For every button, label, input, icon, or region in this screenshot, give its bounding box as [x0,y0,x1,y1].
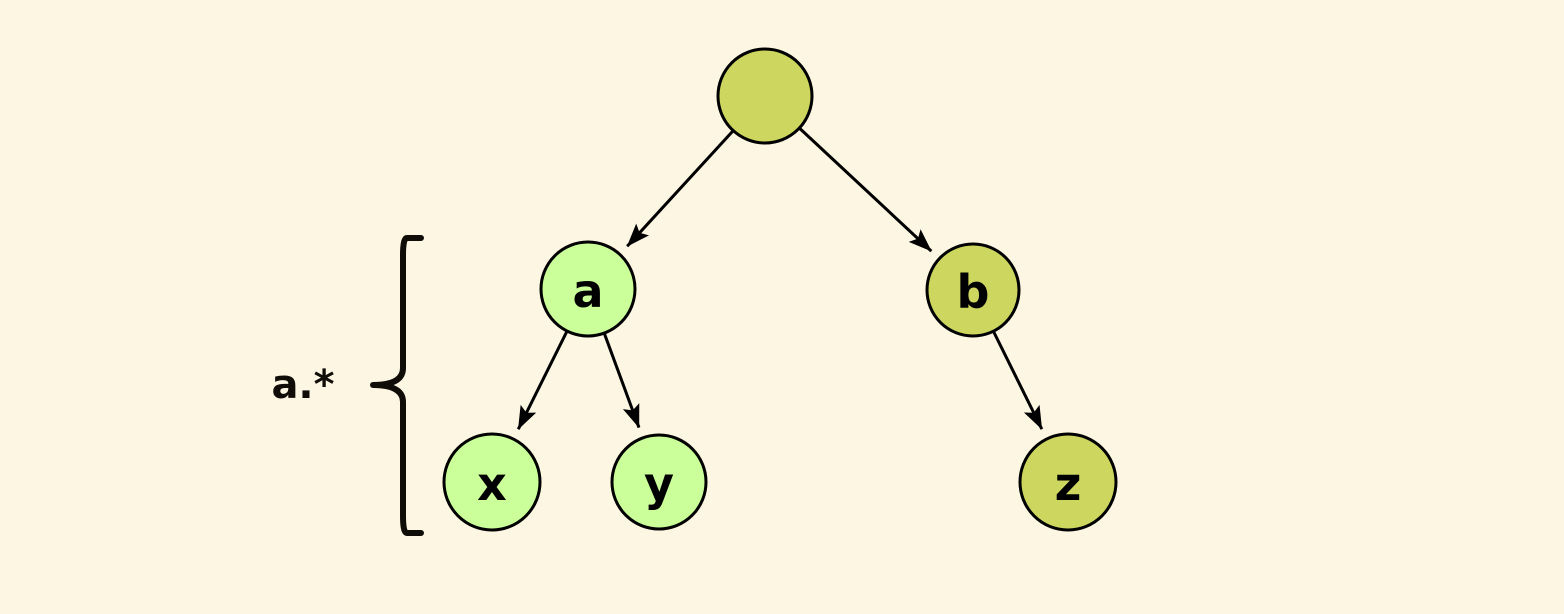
node-circle-y[interactable] [610,433,708,531]
tree-node-y[interactable]: y [610,433,708,531]
node-label-a: a [572,264,603,318]
curly-brace-icon [370,235,424,536]
tree-edge-root-b [799,127,933,253]
tree-node-x[interactable]: x [442,432,542,532]
node-label-b: b [957,265,990,319]
tree-edge-b-z [992,331,1044,430]
node-circle-z[interactable] [1018,432,1118,532]
tree-node-a[interactable]: a [539,240,637,338]
tree-edge-root-a [626,130,734,248]
group-label: a.* [271,362,334,408]
tree-node-z[interactable]: z [1018,432,1118,532]
tree-edge-a-y [603,333,641,429]
tree-edge-a-x [516,331,568,430]
node-circle-root[interactable] [716,47,814,145]
tree-node-root[interactable] [716,47,814,145]
node-circle-a[interactable] [539,240,637,338]
node-circle-b[interactable] [925,242,1021,338]
subtree-annotation: a.* [271,235,424,536]
node-label-y: y [644,457,674,511]
node-circle-x[interactable] [442,432,542,532]
tree-node-b[interactable]: b [925,242,1021,338]
edges-layer [516,127,1044,430]
nodes-layer: a b x y z [442,47,1118,532]
node-label-x: x [477,457,507,511]
node-label-z: z [1055,457,1082,511]
